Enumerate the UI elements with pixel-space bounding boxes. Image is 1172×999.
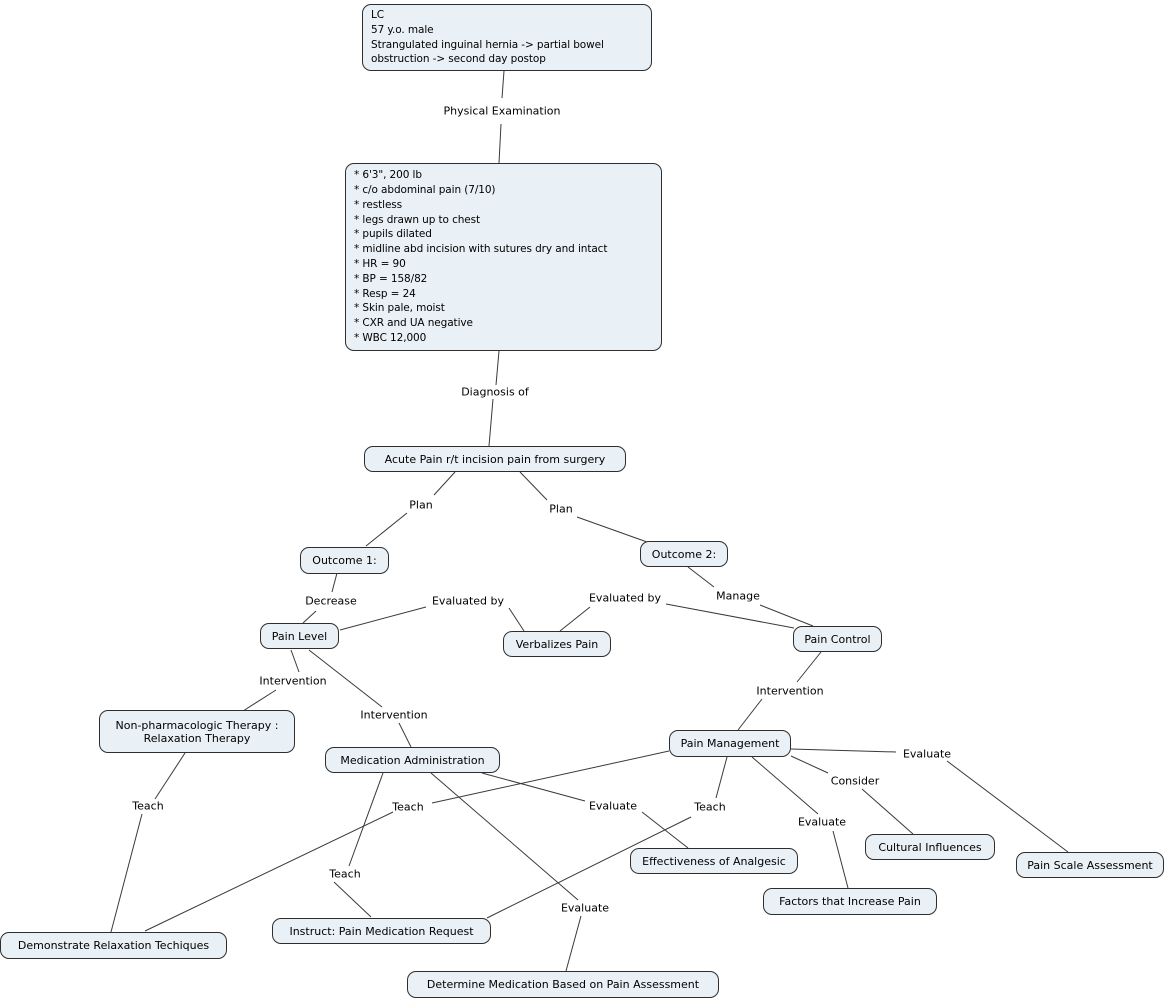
connection-segment (486, 816, 692, 919)
link-label-manage[interactable]: Manage (716, 589, 760, 603)
link-label-teach[interactable]: Teach (132, 799, 164, 813)
link-label-plan[interactable]: Plan (409, 498, 433, 512)
connection-segment (576, 516, 648, 543)
node-patient[interactable]: LC 57 y.o. male Strangulated inguinal he… (362, 4, 652, 71)
connection-segment (946, 760, 1069, 853)
node-physical-findings[interactable]: * 6'3", 200 lb * c/o abdominal pain (7/1… (345, 163, 662, 351)
link-label-physical-examination[interactable]: Physical Examination (443, 104, 561, 118)
link-label-evaluate[interactable]: Evaluate (797, 815, 847, 829)
link-label-evaluate[interactable]: Evaluate (588, 799, 638, 813)
link-label-intervention[interactable]: Intervention (756, 684, 824, 698)
link-label-teach[interactable]: Teach (329, 867, 361, 881)
node-factors-that-increase-pain[interactable]: Factors that Increase Pain (763, 888, 937, 915)
connection-segment (110, 813, 143, 933)
connection-segment (796, 651, 822, 683)
connection-segment (430, 772, 579, 901)
link-label-evaluate[interactable]: Evaluate (560, 901, 610, 915)
node-verbalizes-pain[interactable]: Verbalizes Pain (503, 631, 611, 657)
node-outcome-1[interactable]: Outcome 1: (300, 547, 389, 574)
connection-segment (488, 398, 494, 447)
connection-segment (431, 750, 670, 804)
link-label-intervention[interactable]: Intervention (360, 708, 428, 722)
connection-segment (751, 756, 819, 815)
connection-segment (302, 610, 317, 624)
node-determine-medication[interactable]: Determine Medication Based on Pain Asses… (407, 971, 719, 998)
node-pain-level[interactable]: Pain Level (260, 623, 339, 649)
connection-segment (308, 649, 383, 708)
connection-segment (737, 698, 763, 731)
link-label-teach[interactable]: Teach (694, 800, 726, 814)
node-non-pharmacologic-therapy[interactable]: Non-pharmacologic Therapy : Relaxation T… (99, 710, 295, 753)
connection-segment (519, 471, 548, 501)
connection-segment (498, 123, 502, 164)
connection-segment (398, 722, 412, 748)
node-outcome-2[interactable]: Outcome 2: (640, 541, 728, 567)
connection-segment (481, 772, 586, 802)
link-label-plan[interactable]: Plan (549, 502, 573, 516)
node-instruct-pain-medication-request[interactable]: Instruct: Pain Medication Request (272, 918, 491, 944)
node-pain-control[interactable]: Pain Control (793, 626, 882, 652)
link-label-evaluate[interactable]: Evaluate (902, 747, 952, 761)
node-demonstrate-relaxation[interactable]: Demonstrate Relaxation Techiques (0, 932, 227, 959)
connection-segment (331, 572, 338, 593)
link-label-diagnosis-of[interactable]: Diagnosis of (461, 385, 529, 399)
connection-segment (501, 70, 505, 99)
connection-segment (759, 604, 814, 627)
node-pain-scale-assessment[interactable]: Pain Scale Assessment (1016, 852, 1164, 878)
connection-segment (559, 606, 591, 632)
node-effectiveness-of-analgesic[interactable]: Effectiveness of Analgesic (630, 848, 798, 874)
node-acute-pain-diagnosis[interactable]: Acute Pain r/t incision pain from surger… (364, 446, 626, 472)
connection-segment (339, 606, 427, 631)
connection-segment (433, 471, 456, 496)
link-label-teach[interactable]: Teach (392, 800, 424, 814)
connection-segment (348, 772, 384, 867)
connection-segment (687, 566, 715, 588)
link-label-evaluated-by[interactable]: Evaluated by (431, 594, 505, 608)
node-cultural-influences[interactable]: Cultural Influences (865, 834, 995, 860)
link-label-decrease[interactable]: Decrease (305, 594, 357, 608)
connection-segment (144, 811, 394, 932)
connection-segment (832, 830, 849, 889)
connection-segment (790, 748, 897, 753)
connection-segment (365, 512, 408, 547)
connection-segment (790, 755, 829, 774)
connection-segment (290, 649, 300, 673)
connection-segment (242, 689, 277, 712)
connection-segment (665, 603, 795, 629)
connection-segment (508, 607, 525, 632)
connection-segment (715, 756, 728, 799)
connection-segment (154, 752, 186, 800)
node-medication-administration[interactable]: Medication Administration (325, 747, 500, 773)
connection-segment (495, 350, 500, 386)
connection-segment (861, 788, 914, 835)
link-label-consider[interactable]: Consider (830, 774, 880, 788)
link-label-evaluated-by[interactable]: Evaluated by (588, 591, 662, 605)
connection-segment (565, 915, 582, 972)
node-pain-management[interactable]: Pain Management (669, 730, 791, 757)
connection-segment (333, 881, 372, 918)
link-label-intervention[interactable]: Intervention (259, 674, 327, 688)
